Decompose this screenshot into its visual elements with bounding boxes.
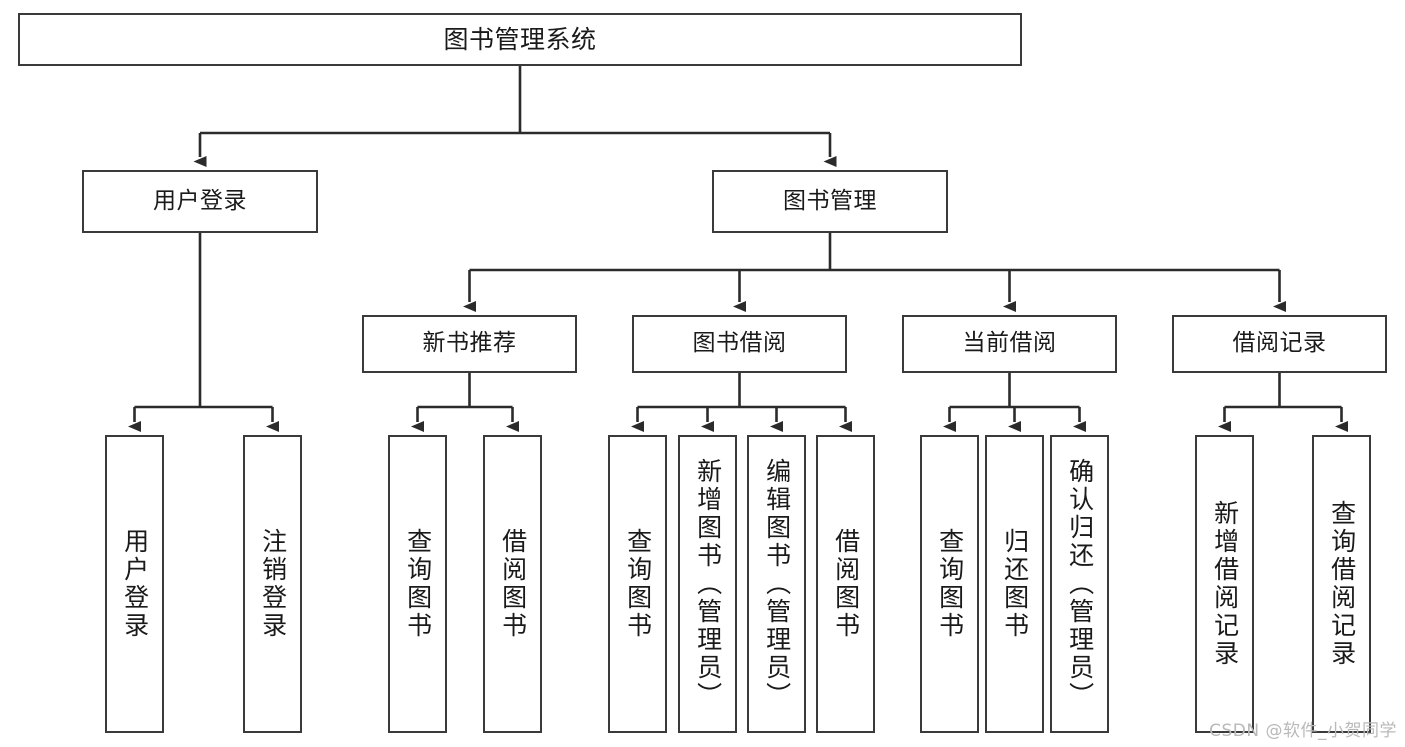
leaf-leaf-add-book[interactable]: 新增图书（管理员）: [678, 435, 737, 733]
node-user-login[interactable]: 用户登录: [82, 170, 318, 233]
node-root[interactable]: 图书管理系统: [18, 13, 1022, 66]
leaf-leaf-borrow-book-2[interactable]: 借阅图书: [816, 435, 875, 733]
node-book-borrow-label: 图书借阅: [692, 330, 787, 357]
node-borrow-record-label: 借阅记录: [1232, 330, 1327, 357]
leaf-leaf-borrow-book-1[interactable]: 借阅图书: [483, 435, 542, 733]
node-book-manage[interactable]: 图书管理: [712, 170, 948, 233]
leaf-leaf-user-logout[interactable]: 注销登录: [243, 435, 302, 733]
leaf-leaf-borrow-book-2-label: 借阅图书: [831, 528, 861, 640]
leaf-leaf-query-book-1-label: 查询图书: [403, 528, 433, 640]
leaf-leaf-user-login-label: 用户登录: [120, 528, 150, 640]
node-new-book-recommend[interactable]: 新书推荐: [362, 315, 577, 373]
leaf-leaf-confirm-return[interactable]: 确认归还（管理员）: [1050, 435, 1109, 733]
leaf-leaf-return-book[interactable]: 归还图书: [985, 435, 1044, 733]
node-book-manage-label: 图书管理: [783, 187, 877, 214]
leaf-leaf-query-book-2-label: 查询图书: [623, 528, 653, 640]
node-new-book-recommend-label: 新书推荐: [422, 330, 517, 357]
leaf-leaf-add-record[interactable]: 新增借阅记录: [1195, 435, 1254, 733]
leaf-leaf-user-logout-label: 注销登录: [258, 528, 288, 640]
leaf-leaf-confirm-return-label: 确认归还（管理员）: [1065, 458, 1095, 710]
leaf-leaf-add-record-label: 新增借阅记录: [1210, 500, 1240, 668]
leaf-leaf-query-record[interactable]: 查询借阅记录: [1312, 435, 1371, 733]
node-root-label: 图书管理系统: [443, 24, 597, 54]
leaf-leaf-edit-book[interactable]: 编辑图书（管理员）: [747, 435, 806, 733]
watermark: CSDN @软件_小贺同学: [1209, 721, 1397, 741]
leaf-leaf-borrow-book-1-label: 借阅图书: [498, 528, 528, 640]
leaf-leaf-return-book-label: 归还图书: [1000, 528, 1030, 640]
node-current-borrow[interactable]: 当前借阅: [902, 315, 1117, 373]
leaf-leaf-query-book-2[interactable]: 查询图书: [608, 435, 667, 733]
node-current-borrow-label: 当前借阅: [962, 330, 1057, 357]
leaf-leaf-query-book-1[interactable]: 查询图书: [388, 435, 447, 733]
node-user-login-label: 用户登录: [153, 187, 247, 214]
leaf-leaf-add-book-label: 新增图书（管理员）: [693, 458, 723, 710]
node-book-borrow[interactable]: 图书借阅: [632, 315, 847, 373]
leaf-leaf-query-record-label: 查询借阅记录: [1327, 500, 1357, 668]
leaf-leaf-query-book-3[interactable]: 查询图书: [920, 435, 979, 733]
leaf-leaf-user-login[interactable]: 用户登录: [105, 435, 164, 733]
leaf-leaf-edit-book-label: 编辑图书（管理员）: [762, 458, 792, 710]
node-borrow-record[interactable]: 借阅记录: [1172, 315, 1387, 373]
leaf-leaf-query-book-3-label: 查询图书: [935, 528, 965, 640]
